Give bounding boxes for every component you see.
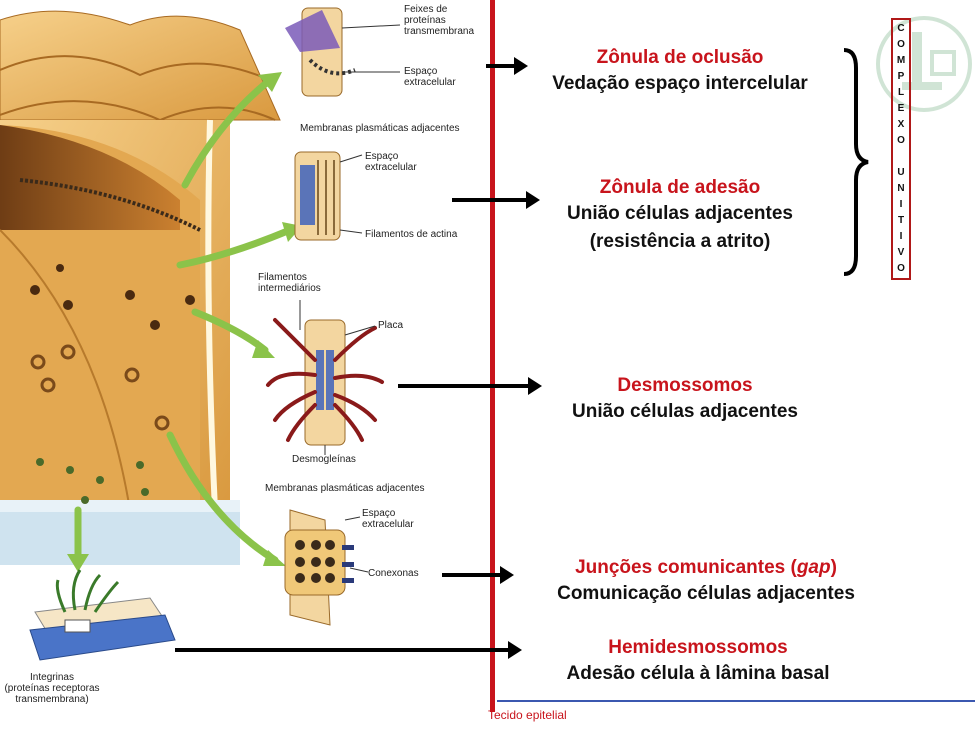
junction-zonula-oclusao: Zônula de oclusão Vedação espaço interce… [510,46,850,98]
complex-label-letter: M [897,56,905,66]
junction-comunicantes: Junções comunicantes (gap) Comunicação c… [506,556,906,608]
label-membranas-plasmaticas-2: Membranas plasmáticas adjacentes [265,483,425,494]
complex-label-letter: E [898,104,905,114]
junction-title: Hemidesmossomos [528,636,868,660]
junction-description: Adesão célula à lâmina basal [528,660,868,688]
complex-label-letter: O [897,40,905,50]
label-espaco-extracelular-top: Espaço extracelular [404,66,456,88]
junction-description: União células adjacentes (resistência a … [510,200,850,256]
complex-label-letter: C [897,24,904,34]
label-desmogleinas: Desmogleínas [292,454,356,465]
label-espaco-extracelular-low: Espaço extracelular [362,508,414,530]
complex-label-letter: U [897,168,904,178]
junction-title: Junções comunicantes (gap) [506,556,906,580]
complex-label-letter: N [897,184,904,194]
label-integrinas: Integrinas (proteínas receptoras transme… [0,672,104,705]
complex-label-letter: O [897,136,905,146]
junction-zonula-adesao: Zônula de adesão União células adjacente… [510,176,850,256]
label-filamentos-intermediarios: Filamentos intermediários [258,272,321,294]
junction-description: Comunicação células adjacentes [506,580,906,608]
complex-label-letter: X [898,120,905,130]
arrow-hemidesmossomos [175,648,510,652]
gap-junction-detail [285,510,354,625]
complex-label-letter: V [898,248,905,258]
arrow-juncoes-comunicantes [442,573,502,577]
label-filamentos-actina: Filamentos de actina [365,229,457,240]
red-divider-line [490,0,495,712]
hemidesmosome-detail [30,570,175,660]
desmosome-detail [268,320,382,445]
adherens-junction-detail [295,152,340,240]
apical-cell-surface [0,11,280,120]
complex-label-letter: I [900,200,903,210]
junction-description: Vedação espaço intercelular [510,70,850,98]
junction-title: Zônula de oclusão [510,46,850,70]
junction-hemidesmossomos: Hemidesmossomos Adesão célula à lâmina b… [528,636,868,688]
label-conexonas: Conexonas [368,568,419,579]
arrow-desmossomos [398,384,530,388]
label-espaco-extracelular-mid: Espaço extracelular [365,151,417,173]
complex-label-letter: P [898,72,905,82]
complex-label-letter: L [898,88,904,98]
blue-footer-line [497,700,975,702]
microscope-watermark-icon [872,12,972,122]
complex-label-letter: I [900,232,903,242]
junction-title: Zônula de adesão [510,176,850,200]
complex-label-letter: T [898,216,904,226]
junction-title: Desmossomos [515,374,855,398]
complex-label-letter [900,152,903,162]
complex-label-letter: O [897,264,905,274]
label-placa: Placa [378,320,403,331]
junction-desmossomos: Desmossomos União células adjacentes [515,374,855,426]
tight-junction-detail [285,8,355,96]
footer-title: Tecido epitelial [488,708,567,722]
curly-brace-icon [840,48,870,276]
label-feixes-proteinas: Feixes de proteínas transmembrana [404,4,474,37]
junction-description: União células adjacentes [515,398,855,426]
label-membranas-plasmaticas-1: Membranas plasmáticas adjacentes [300,123,460,134]
cell-junctions-illustration [0,0,500,738]
